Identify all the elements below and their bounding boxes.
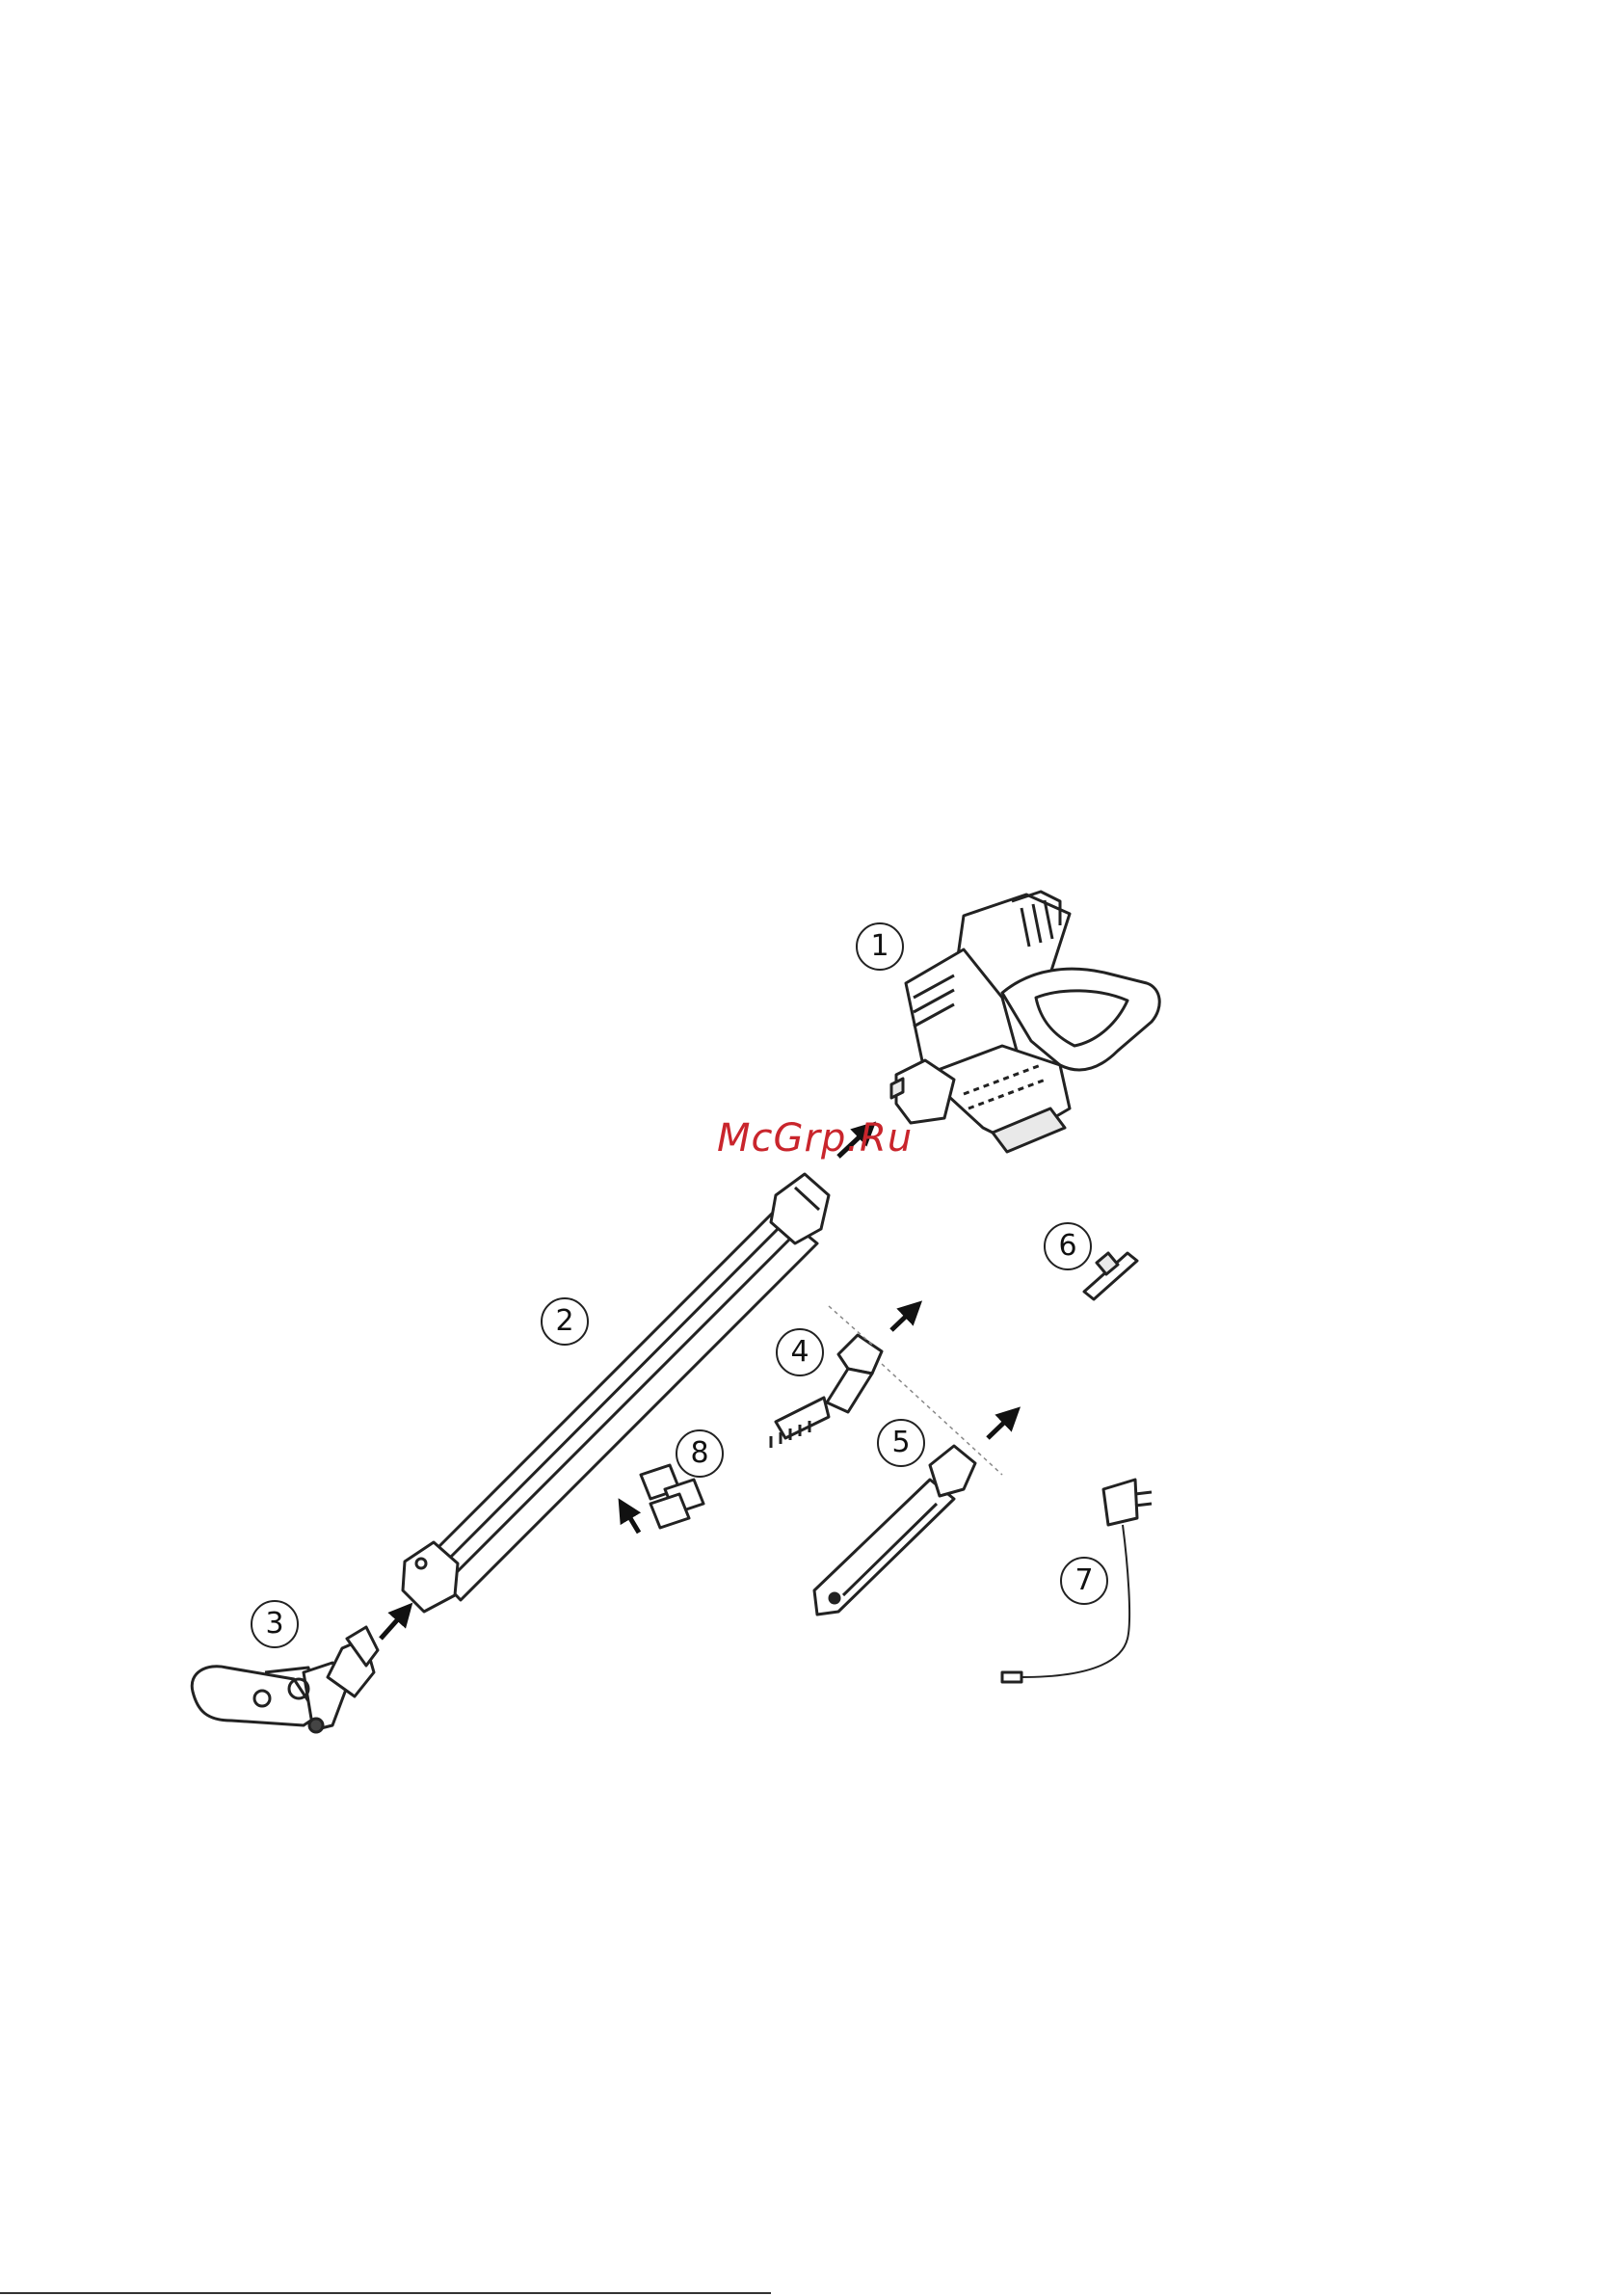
arrow-crevice-tool bbox=[988, 1415, 1012, 1438]
footer-divider bbox=[0, 2292, 771, 2294]
callout-1: 1 bbox=[856, 922, 904, 971]
callout-7: 7 bbox=[1060, 1557, 1108, 1605]
callout-5: 5 bbox=[877, 1419, 925, 1467]
extension-tube-illustration bbox=[403, 1174, 829, 1612]
arrow-filters bbox=[624, 1508, 639, 1533]
callout-2: 2 bbox=[541, 1297, 589, 1346]
callout-6: 6 bbox=[1044, 1222, 1092, 1270]
callout-8: 8 bbox=[676, 1429, 724, 1478]
main-unit-illustration bbox=[891, 892, 1159, 1152]
watermark-text: McGrp.Ru bbox=[717, 1116, 913, 1161]
arrow-brush-nozzle bbox=[891, 1309, 914, 1330]
arrow-floor-brush-to-tube bbox=[381, 1612, 405, 1639]
crevice-tool-illustration bbox=[814, 1446, 975, 1615]
callout-4: 4 bbox=[776, 1328, 824, 1376]
wall-bracket-illustration bbox=[1084, 1253, 1137, 1299]
callout-3: 3 bbox=[251, 1600, 299, 1648]
